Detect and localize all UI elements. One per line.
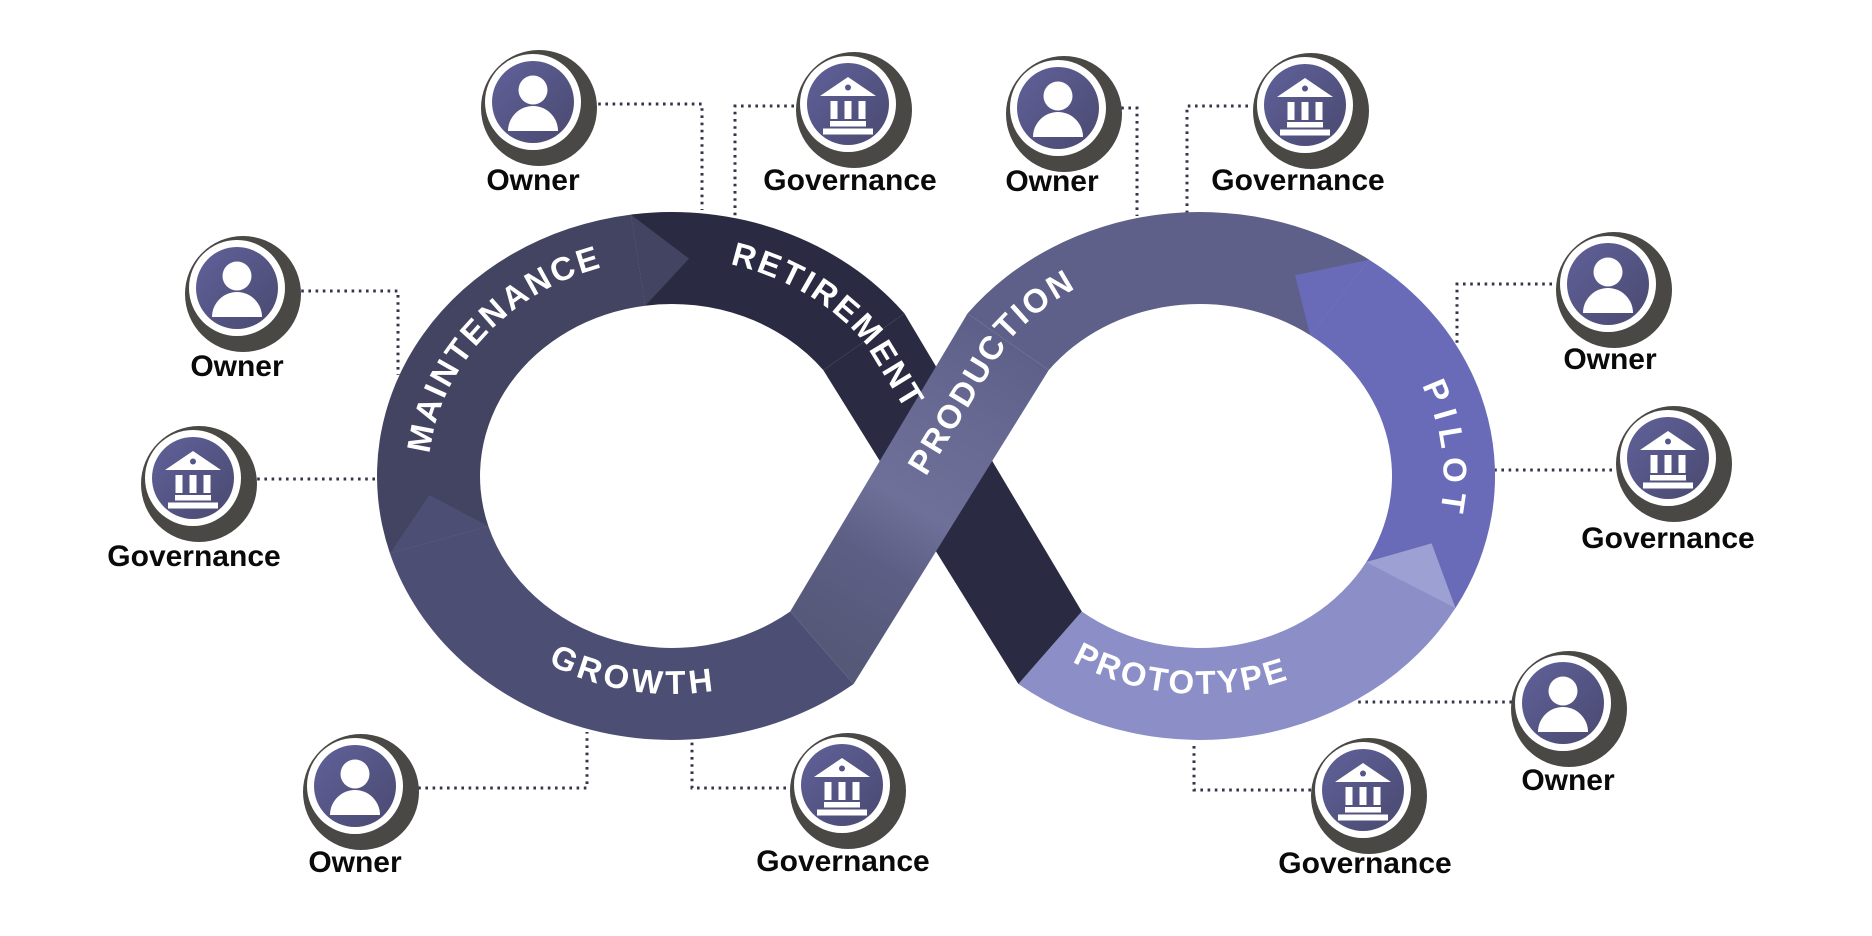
- connector-governance-bottom-center: [690, 742, 786, 790]
- stage-growth-segment: [389, 526, 854, 740]
- governance-badge-top-center: Governance: [1211, 53, 1385, 197]
- governance-badge-bottom-right: Governance: [1278, 738, 1452, 880]
- owner-label: Owner: [308, 846, 402, 879]
- connector-governance-top-center: [1185, 104, 1248, 214]
- governance-badge-bottom-center: Governance: [756, 733, 930, 878]
- person-icon: [1556, 232, 1672, 348]
- stage-retirement-segment: [630, 212, 905, 371]
- connector-governance-top-left: [733, 104, 794, 216]
- owner-badge-left: Owner: [185, 236, 301, 383]
- bank-icon: [1616, 406, 1732, 522]
- owner-label: Owner: [486, 164, 580, 197]
- governance-label: Governance: [756, 845, 929, 878]
- governance-label: Governance: [1581, 522, 1754, 555]
- bank-icon: [141, 426, 257, 542]
- stage-production-band: [790, 313, 1049, 684]
- stage-production-segment: [967, 211, 1370, 371]
- bank-icon: [1311, 738, 1427, 854]
- governance-badge-right: Governance: [1581, 406, 1755, 555]
- person-icon: [185, 236, 301, 352]
- governance-label: Governance: [1211, 164, 1384, 197]
- owner-badge-top-left: Owner: [481, 50, 597, 197]
- bank-icon: [796, 52, 912, 168]
- connector-owner-right: [1455, 282, 1552, 344]
- governance-badge-top-left: Governance: [763, 52, 937, 197]
- governance-label: Governance: [107, 540, 280, 573]
- person-icon: [1511, 651, 1627, 767]
- prototype-to-pilot-arrow-icon: [1366, 543, 1456, 608]
- person-icon: [303, 734, 419, 850]
- bank-icon: [790, 733, 906, 849]
- person-icon: [481, 50, 597, 166]
- owner-badge-bottom-right: Owner: [1511, 651, 1627, 797]
- owner-badge-bottom-left: Owner: [303, 734, 419, 879]
- bank-icon: [1253, 53, 1369, 169]
- connector-owner-bottom-left: [411, 732, 589, 790]
- stage-maintenance-segment: [377, 214, 646, 554]
- owner-label: Owner: [1005, 165, 1099, 198]
- connector-governance-bottom-right: [1192, 742, 1311, 792]
- owner-label: Owner: [190, 350, 284, 383]
- stage-prototype-segment: [1018, 562, 1456, 740]
- stage-pilot-segment: [1310, 259, 1496, 608]
- infinity-loop: [377, 211, 1496, 740]
- connector-owner-left: [294, 289, 400, 375]
- owner-badge-right: Owner: [1556, 232, 1672, 376]
- owner-badge-top-center: Owner: [1005, 56, 1122, 198]
- governance-badge-left: Governance: [107, 426, 281, 573]
- growth-to-maintenance-arrow-icon: [389, 495, 489, 554]
- owner-label: Owner: [1521, 764, 1615, 797]
- owner-label: Owner: [1563, 343, 1657, 376]
- person-icon: [1006, 56, 1122, 172]
- governance-label: Governance: [1278, 847, 1451, 880]
- connector-owner-top-left: [591, 102, 704, 210]
- maintenance-to-retirement-arrow-icon: [630, 214, 689, 306]
- pilot-to-production-arrow-icon: [1295, 259, 1370, 336]
- role-icons: Owner Governance Owner Governance Owner …: [107, 50, 1755, 880]
- governance-label: Governance: [763, 164, 936, 197]
